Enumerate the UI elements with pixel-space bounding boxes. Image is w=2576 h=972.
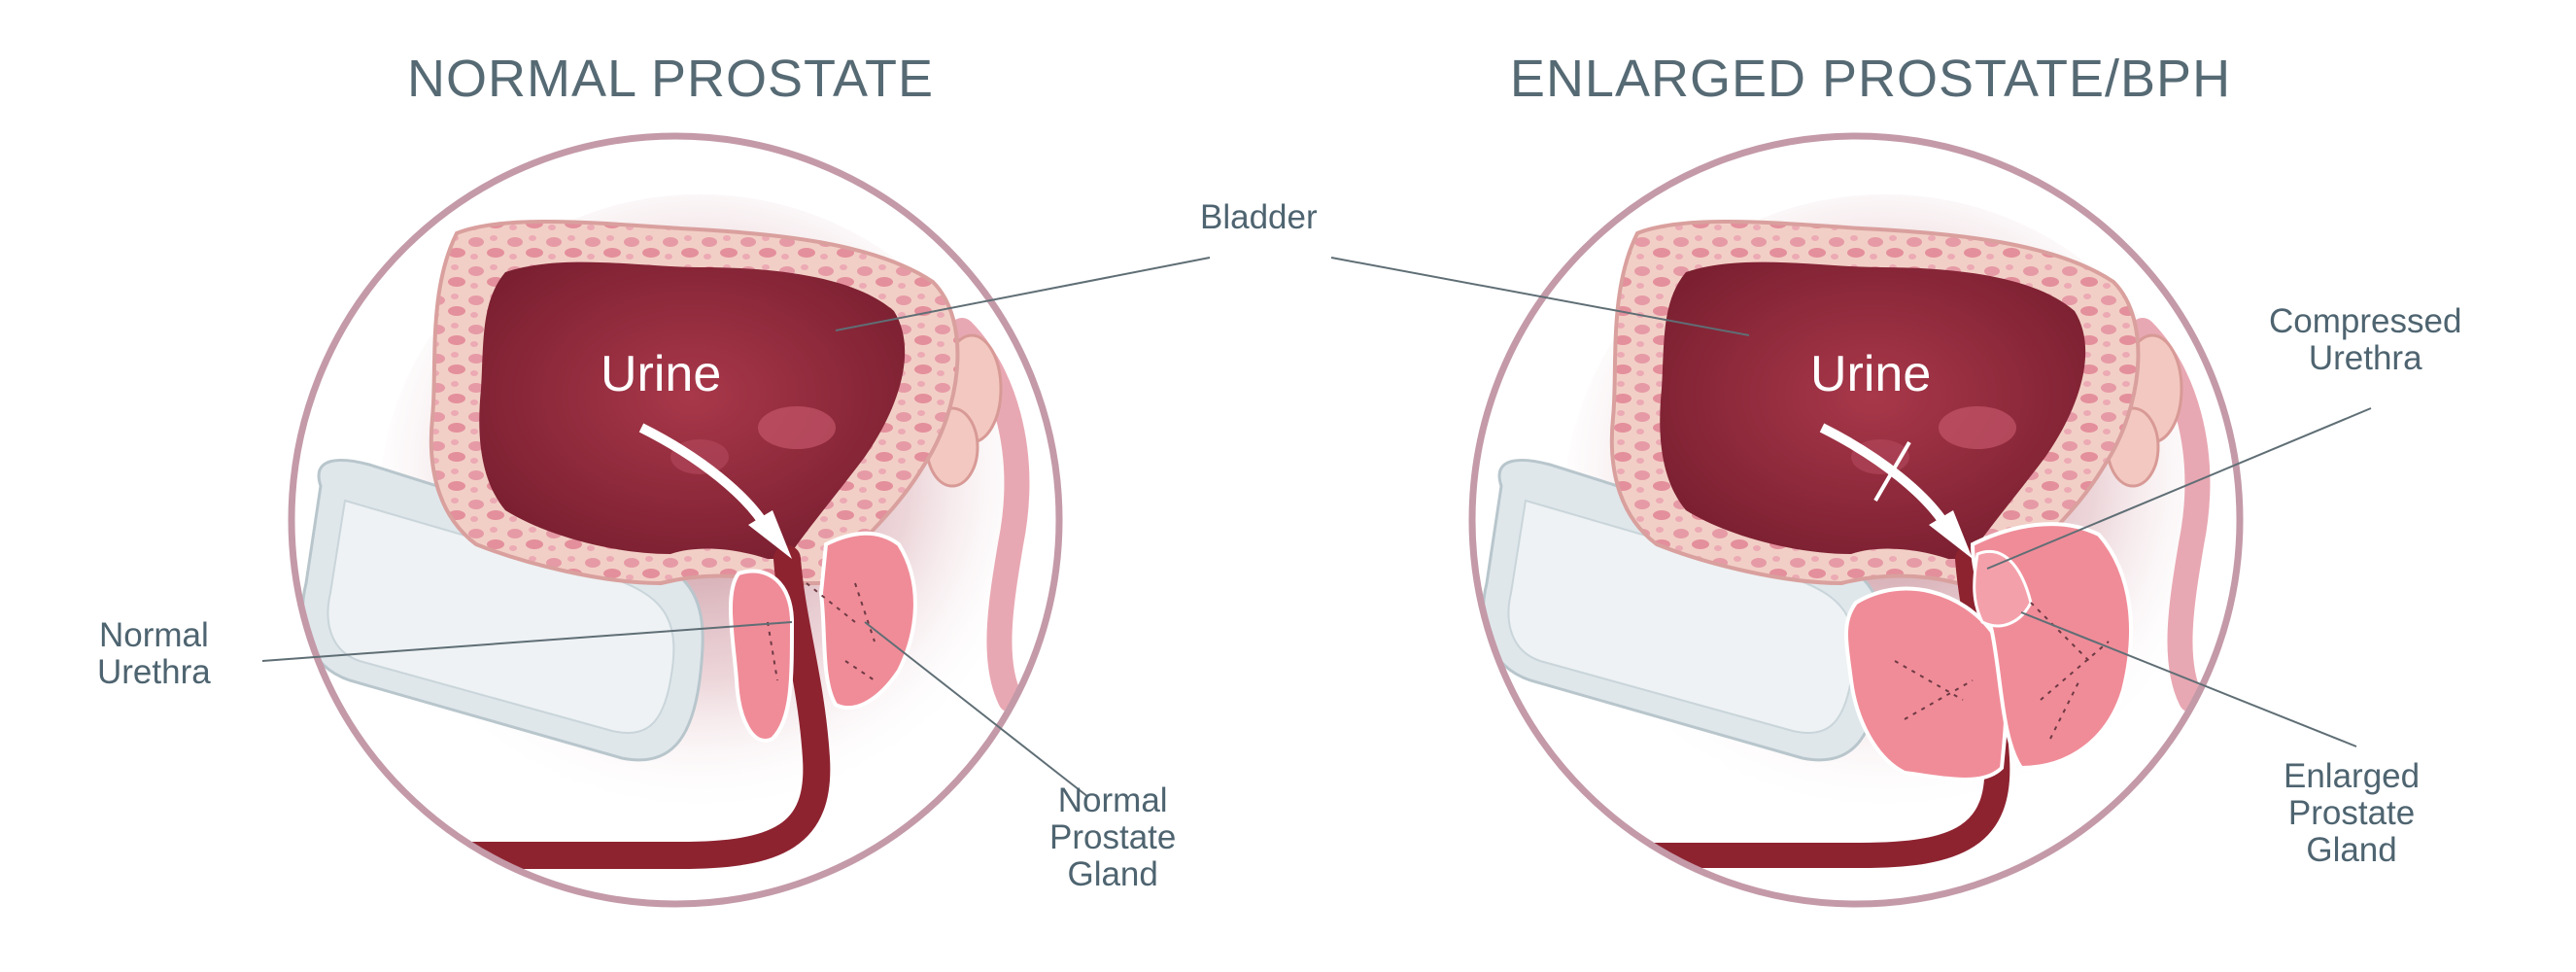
bladder-label: Bladder bbox=[1200, 198, 1318, 236]
blocked-flow-cross-icon bbox=[1859, 440, 1921, 503]
bladder-leader-right bbox=[1330, 257, 1750, 336]
normal-urethra-path bbox=[292, 545, 831, 869]
leader-lines bbox=[261, 257, 2372, 798]
enlarged-prostate-title: ENLARGED PROSTATE/BPH bbox=[1509, 50, 2232, 108]
urine-flow-arrow bbox=[638, 423, 773, 533]
bladder-leader-left bbox=[835, 257, 1211, 331]
enlarged-prostate-diagram bbox=[1472, 136, 2240, 904]
right-panel-ring bbox=[1468, 132, 2244, 908]
normal-prostate-gland bbox=[729, 531, 917, 743]
urine-label-left: Urine bbox=[601, 346, 722, 402]
normal-prostate-title: NORMAL PROSTATE bbox=[406, 50, 935, 108]
normal-gland-leader bbox=[864, 621, 1089, 798]
bladder-cavity-right bbox=[1660, 261, 2086, 559]
compressed-urethra-label: Compressed Urethra bbox=[2269, 302, 2462, 377]
normal-urethra-leader bbox=[261, 621, 793, 662]
compressed-urethra-leader bbox=[1986, 407, 2372, 570]
normal-urethra-label: Normal Urethra bbox=[97, 616, 211, 691]
enlarged-prostate-gland bbox=[1844, 522, 2133, 781]
enlarged-prostate-gland-label: Enlarged Prostate Gland bbox=[2284, 757, 2421, 869]
urine-label-right: Urine bbox=[1810, 346, 1932, 402]
enlarged-gland-leader bbox=[2020, 611, 2357, 747]
normal-prostate-diagram bbox=[292, 136, 1059, 904]
bladder-cavity-left bbox=[479, 261, 906, 559]
normal-prostate-gland-label: Normal Prostate Gland bbox=[1049, 781, 1177, 893]
left-panel-ring bbox=[288, 132, 1063, 908]
